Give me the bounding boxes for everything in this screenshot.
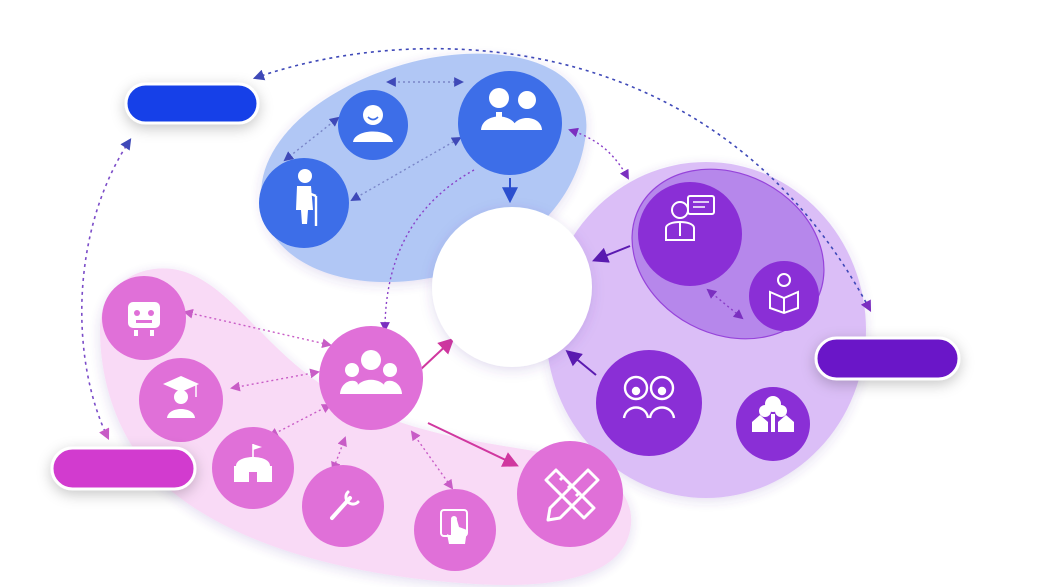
node-school[interactable]	[212, 427, 294, 509]
two-faces-icon	[622, 375, 676, 419]
label-pill-right[interactable]	[814, 336, 961, 381]
node-community[interactable]	[736, 387, 810, 461]
teacher-presentation-icon	[665, 195, 715, 241]
tap-gesture-icon	[440, 509, 468, 544]
graduate-cap-icon	[163, 376, 199, 418]
robot-icon	[128, 302, 160, 336]
node-teacher[interactable]	[638, 182, 742, 286]
elderly-person-with-cane-icon	[296, 169, 318, 226]
center-node	[432, 207, 592, 367]
person-reading-book-icon	[769, 273, 799, 315]
node-reader[interactable]	[749, 261, 819, 331]
node-peers[interactable]	[596, 350, 702, 456]
node-grandparent[interactable]	[259, 158, 349, 248]
center-arrows	[419, 178, 631, 467]
node-robot[interactable]	[102, 276, 186, 360]
node-student-avatar[interactable]	[338, 90, 408, 160]
node-parents[interactable]	[458, 71, 562, 175]
couple-icon	[481, 88, 542, 130]
pencil-ruler-icon	[544, 468, 600, 522]
relationship-links	[183, 77, 744, 490]
node-graduate[interactable]	[139, 358, 223, 442]
tree-and-houses-icon	[752, 396, 794, 432]
wrench-icon	[330, 490, 360, 520]
node-group[interactable]	[319, 326, 423, 430]
smiling-person-icon	[353, 105, 393, 142]
label-pill-bottom-left[interactable]	[50, 446, 197, 491]
group-of-people-icon	[340, 350, 402, 394]
node-tools[interactable]	[302, 465, 384, 547]
label-pill-top-left[interactable]	[124, 82, 260, 125]
label-connectors	[81, 47, 872, 441]
node-touch[interactable]	[414, 489, 496, 571]
school-building-icon	[234, 444, 272, 482]
node-supplies[interactable]	[517, 441, 623, 547]
